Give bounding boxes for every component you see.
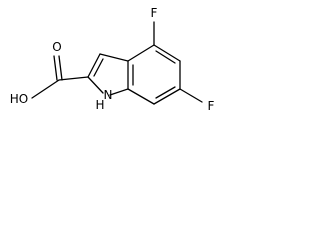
bond-carboxyl-c-o-double-a	[53, 55, 58, 81]
bond-c2-c3	[87, 53, 101, 78]
bond-c4-c5	[153, 44, 181, 62]
bond-c6-c7-inner	[155, 86, 176, 99]
bond-c3-c3a	[99, 53, 129, 62]
bond-n1-c2	[87, 76, 104, 94]
pyrrole-ring	[87, 53, 129, 96]
carboxylic-acid-group	[31, 55, 89, 99]
bond-carboxyl-c-o-double-b	[58, 55, 63, 81]
atom-label-hydroxyl: HO	[10, 92, 28, 106]
chemical-structure: F F HO O H N	[10, 6, 215, 113]
atom-label-amine-n: N	[104, 88, 113, 102]
bond-carboxyl-c-oh	[31, 79, 60, 99]
atom-label-amine-h: H	[95, 98, 104, 112]
atom-label-fluorine-right: F	[208, 99, 215, 113]
bond-c3a-c4	[127, 44, 155, 62]
bond-c4-c5-inner	[155, 50, 176, 64]
atom-label-carbonyl-oxygen: O	[52, 40, 61, 54]
bond-c2-carboxyl-c	[58, 76, 89, 81]
benzene-ring	[127, 44, 181, 105]
fluorine-substituents	[153, 21, 203, 103]
bond-c7a-n1	[109, 88, 129, 96]
bond-c6-c7	[153, 88, 181, 105]
bond-c6-f	[179, 88, 203, 103]
bond-c2-c3-inner	[93, 58, 104, 77]
bond-c7-c7a	[127, 88, 155, 105]
atom-label-fluorine-top: F	[151, 6, 158, 20]
